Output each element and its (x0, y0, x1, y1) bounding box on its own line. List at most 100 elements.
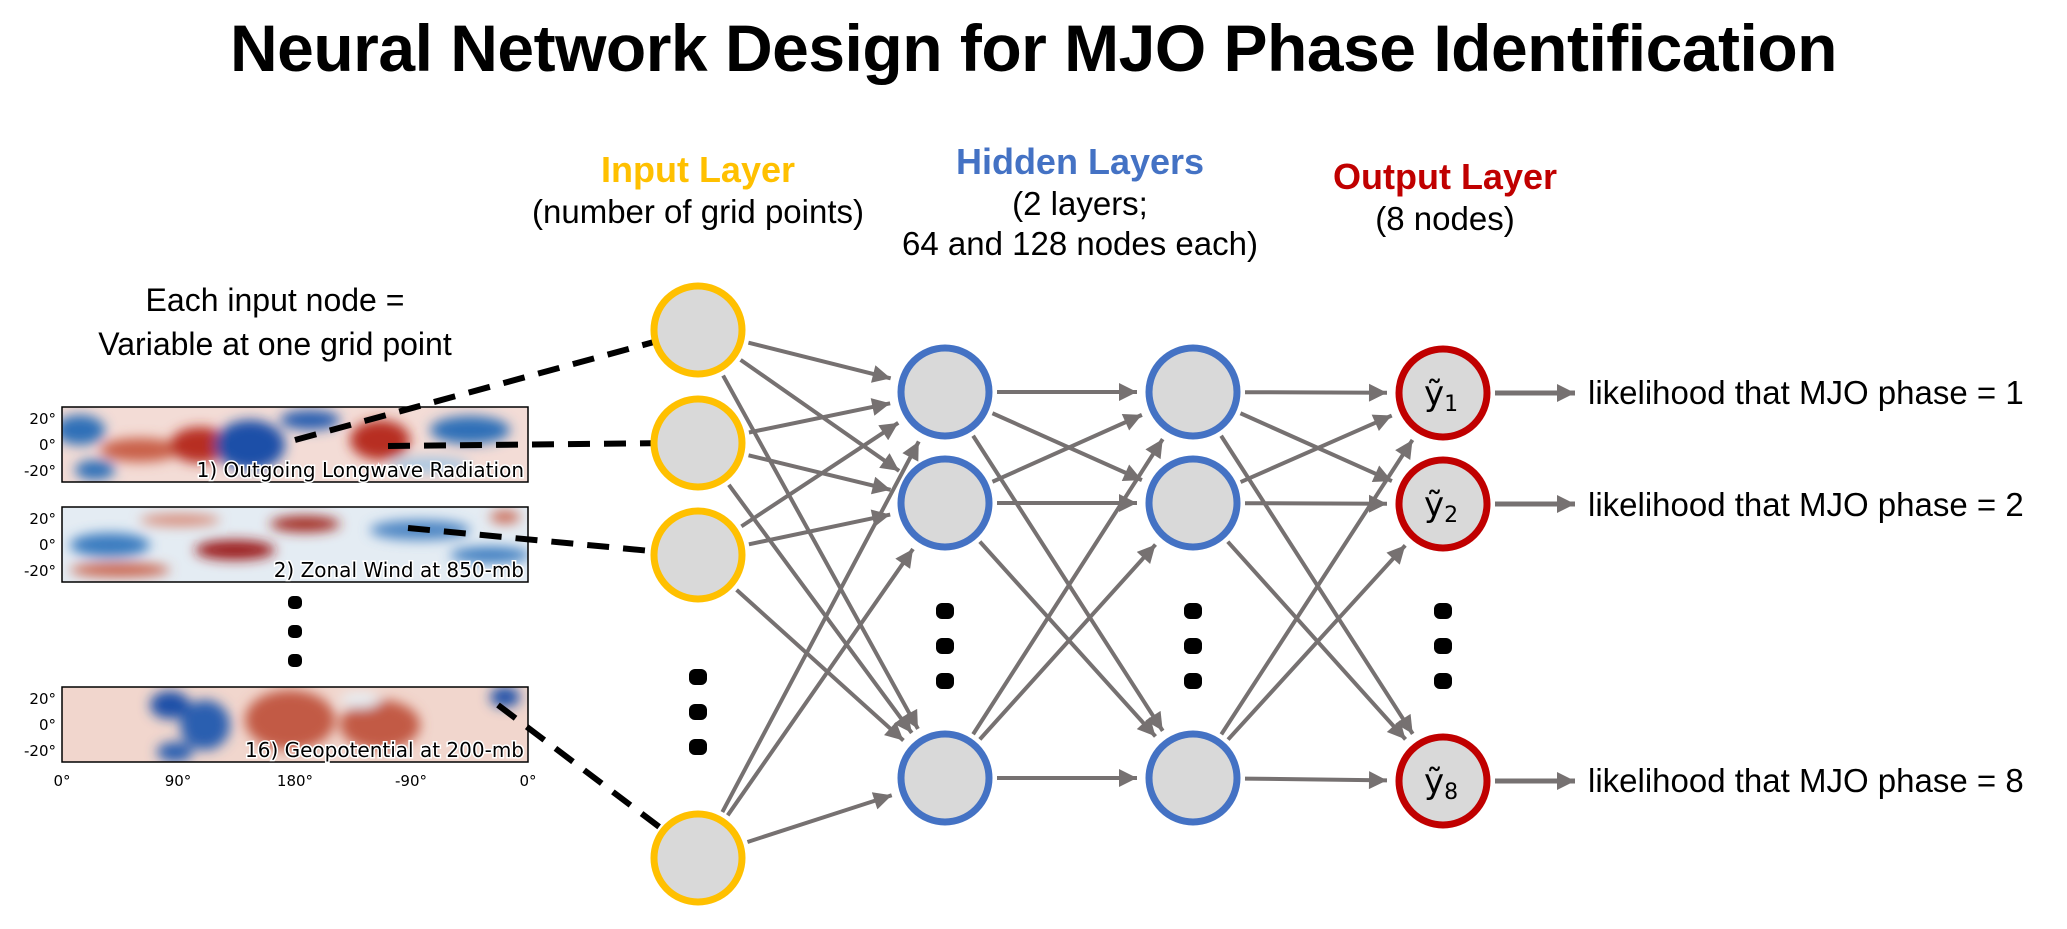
hidden-2-ellipsis-dot (1184, 673, 1202, 689)
edge-h2-3-to-out-1 (1219, 438, 1415, 736)
map-16-lat-tick-20: 20° (29, 690, 56, 708)
h2-node-3 (1145, 730, 1241, 826)
map-16-lat-tick-minus20: -20° (24, 742, 56, 760)
edge-input-1-to-h1-3 (721, 374, 920, 730)
lon-tick-0-west: 0° (53, 772, 70, 790)
edge-h2-1-to-out-1 (1244, 383, 1388, 402)
h2-node-2 (1145, 455, 1241, 551)
map-16-heatmap (62, 687, 528, 762)
map-2-label: 2) Zonal Wind at 850-mb (274, 558, 524, 582)
input-node-note-line-2: Variable at one grid point (98, 326, 452, 362)
hidden-layers-header: Hidden Layers (2 layers; 64 and 128 node… (902, 140, 1258, 264)
out-node-1 (1395, 345, 1491, 441)
hidden-1-ellipsis-dot (936, 673, 954, 689)
output-label-1: likelihood that MJO phase = 1 (1588, 374, 2024, 411)
input-layer-title: Input Layer (600, 149, 796, 190)
map-1-lat-tick-20: 20° (29, 410, 56, 428)
output-layer-header: Output Layer (8 nodes) (1333, 155, 1557, 239)
input-ellipsis-dot (689, 739, 707, 755)
diagram-title: Neural Network Design for MJO Phase Iden… (230, 11, 1838, 85)
hidden-layers-subtitle-1: (2 layers; (1012, 185, 1148, 222)
hidden-1-ellipsis-dot (936, 603, 954, 619)
network-edges (720, 340, 1415, 844)
input-node-3 (650, 507, 746, 603)
h2-node-1 (1145, 344, 1241, 440)
edge-input-2-to-h1-3 (727, 483, 914, 735)
hidden-2-ellipsis-dot (1184, 603, 1202, 619)
edge-h2-3-to-out-2 (1226, 544, 1407, 741)
output-ellipsis-dot (1434, 603, 1452, 619)
connector-wind-to-input-3 (407, 525, 673, 556)
map-ellipsis-dot (288, 654, 302, 667)
hidden-layers-title: Hidden Layers (955, 141, 1205, 182)
layer-ellipses (689, 603, 1452, 755)
input-ellipsis-dot (689, 704, 707, 720)
edge-input-4-to-h1-1 (720, 440, 921, 813)
h1-node-2 (897, 455, 993, 551)
map-panel-2: 2) Zonal Wind at 850-mb 20° 0° -20° (24, 506, 529, 584)
output-ellipsis-dot (1434, 638, 1452, 654)
hidden-1-ellipsis-dot (936, 638, 954, 654)
edge-input-1-to-h1-2 (739, 358, 901, 473)
edge-input-4-to-h1-3 (746, 792, 893, 844)
lon-tick-minus90: -90° (395, 772, 427, 790)
connector-olr-to-input-2 (387, 440, 673, 449)
lon-tick-0-east: 0° (519, 772, 536, 790)
output-ellipsis-dot (1434, 673, 1452, 689)
map-ellipsis-dot (288, 625, 302, 638)
map-2-lat-tick-0: 0° (39, 536, 56, 554)
edge-input-3-to-h1-1 (740, 421, 900, 529)
input-layer-subtitle: (number of grid points) (532, 193, 864, 230)
connector-olr-to-input-1 (294, 333, 677, 443)
map-ellipsis (288, 596, 302, 667)
lon-tick-90: 90° (165, 772, 192, 790)
output-node-2-label: ỹ2 (1424, 485, 1458, 528)
output-layer-subtitle: (8 nodes) (1375, 200, 1515, 237)
output-label-8: likelihood that MJO phase = 8 (1588, 762, 2024, 799)
map-2-lat-tick-20: 20° (29, 510, 56, 528)
edge-input-3-to-h1-3 (735, 588, 905, 742)
edge-h1-3-to-h2-2 (978, 543, 1157, 741)
map-ellipsis-dot (288, 596, 302, 609)
hidden-layers-subtitle-2: 64 and 128 nodes each) (902, 225, 1258, 262)
edge-input-1-to-h1-1 (747, 340, 892, 383)
edge-h2-3-to-out-3 (1244, 771, 1388, 790)
network-nodes: ỹ1 ỹ2 ỹ8 (650, 282, 1491, 906)
edge-h1-2-to-h2-1 (991, 413, 1143, 484)
input-node-note-line-1: Each input node = (145, 282, 405, 318)
input-node-2 (650, 395, 746, 491)
input-layer-header: Input Layer (number of grid points) (532, 148, 864, 232)
h1-node-1 (897, 344, 993, 440)
map-1-lat-tick-0: 0° (39, 436, 56, 454)
input-node-note: Each input node = Variable at one grid p… (98, 278, 451, 366)
input-node-4 (650, 810, 746, 906)
map-panel-16: 16) Geopotential at 200-mb 20° 0° -20° 0… (24, 686, 537, 790)
edge-h1-3-to-h2-1 (971, 438, 1165, 736)
out-node-3 (1395, 733, 1491, 829)
output-node-8-label: ỹ8 (1424, 762, 1458, 805)
map-1-frame (61, 406, 529, 483)
map-16-lat-tick-0: 0° (39, 716, 56, 734)
h1-node-3 (897, 730, 993, 826)
map-1-label: 1) Outgoing Longwave Radiation (197, 458, 524, 482)
input-node-1 (650, 282, 746, 378)
map-1-heatmap (62, 407, 528, 482)
hidden-2-ellipsis-dot (1184, 638, 1202, 654)
output-label-2: likelihood that MJO phase = 2 (1588, 486, 2024, 523)
out-node-2 (1395, 456, 1491, 552)
map-2-lat-tick-minus20: -20° (24, 562, 56, 580)
output-arrows (1495, 384, 1575, 790)
output-layer-title: Output Layer (1332, 156, 1558, 197)
edge-h2-2-to-out-2 (1244, 494, 1388, 513)
map-panel-1: 1) Outgoing Longwave Radiation 20° 0° -2… (24, 406, 529, 484)
edge-h2-2-to-out-1 (1239, 413, 1393, 484)
map-2-heatmap (62, 507, 528, 582)
lon-tick-180: 180° (277, 772, 313, 790)
map-16-label: 16) Geopotential at 200-mb (245, 738, 524, 762)
edge-input-3-to-h1-2 (748, 509, 891, 547)
output-node-1-label: ỹ1 (1424, 374, 1458, 417)
input-ellipsis-dot (689, 669, 707, 685)
map-16-frame (61, 686, 529, 763)
edge-input-2-to-h1-1 (748, 398, 891, 435)
